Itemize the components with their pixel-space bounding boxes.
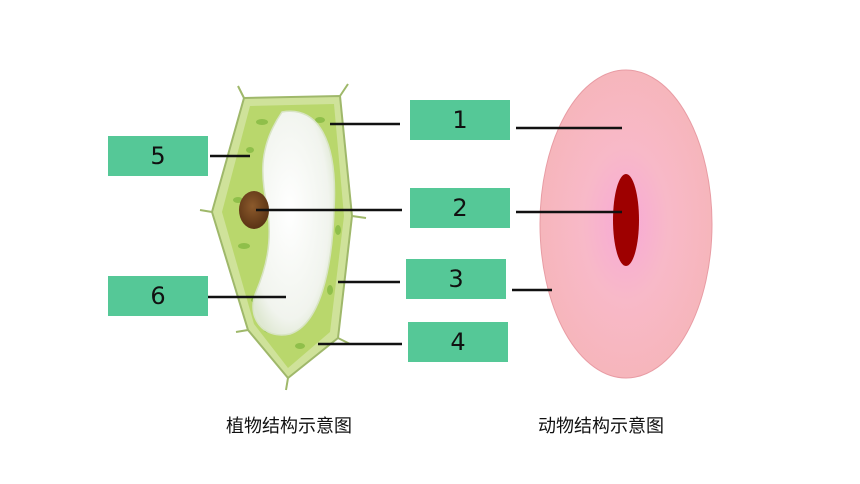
- label-box-6: 6: [108, 276, 208, 316]
- leader-lines: [200, 122, 622, 346]
- animal-cell: [539, 69, 713, 379]
- plant-cell: [199, 83, 367, 391]
- plant-cell-caption: 植物结构示意图: [226, 416, 352, 437]
- animal-nucleus: [613, 174, 639, 266]
- label-box-4: 4: [408, 322, 508, 362]
- label-box-2: 2: [410, 188, 510, 228]
- animal-cell-caption: 动物结构示意图: [538, 416, 664, 437]
- label-box-5: 5: [108, 136, 208, 176]
- label-box-3: 3: [406, 259, 506, 299]
- label-box-1: 1: [410, 100, 510, 140]
- plant-nucleus: [239, 191, 269, 229]
